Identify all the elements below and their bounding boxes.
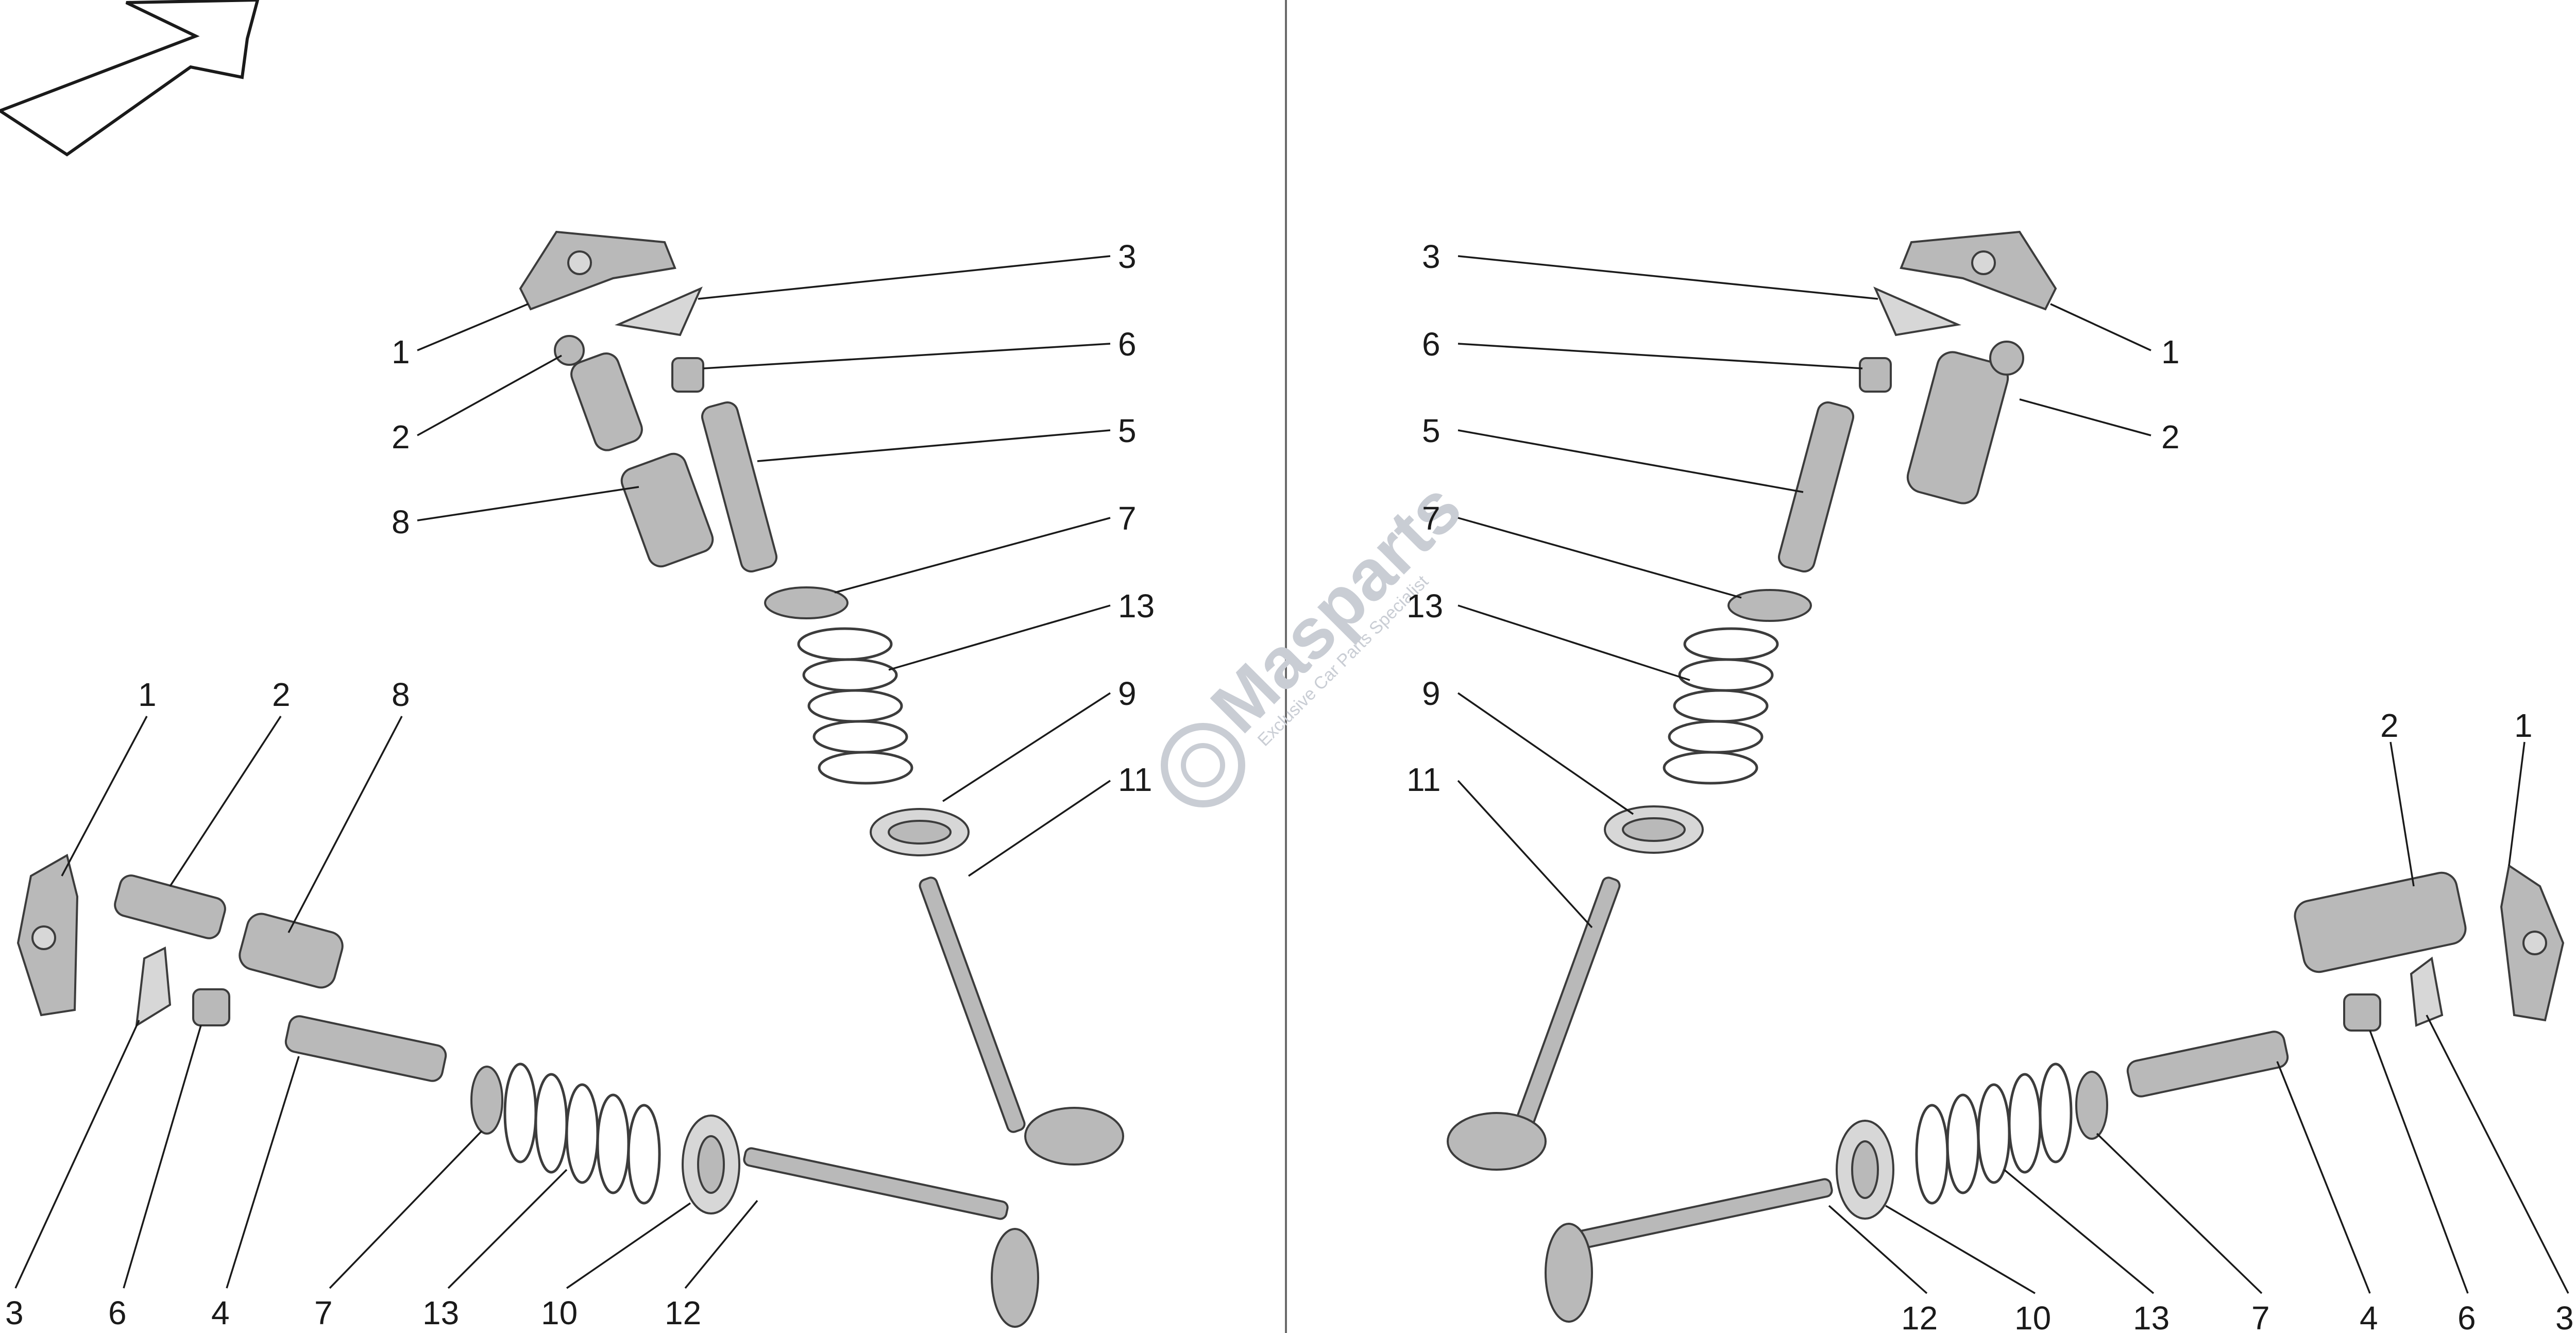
right-upper-callouts: 3 6 5 7 13 9 11 1 2 xyxy=(1406,238,2180,798)
spring-seat xyxy=(764,586,849,619)
rocker-arm xyxy=(519,230,676,311)
hydraulic-tappet xyxy=(114,874,226,939)
callout-label: 12 xyxy=(665,1294,701,1331)
callout-label: 11 xyxy=(1118,761,1152,798)
valve-collet-upper xyxy=(615,286,703,336)
callout-label: 10 xyxy=(2014,1300,2051,1333)
callout-label: 1 xyxy=(392,333,410,370)
left-lower-leaders xyxy=(14,716,758,1289)
valve xyxy=(1545,1178,1833,1323)
callout-label: 6 xyxy=(2458,1300,2476,1333)
spring-seat xyxy=(470,1066,503,1135)
right-lower-callouts: 2 1 12 10 13 7 4 6 3 xyxy=(1901,707,2574,1333)
left-upper-leaders xyxy=(417,255,1111,877)
right-upper-assembly xyxy=(1447,230,2057,1171)
hydraulic-tappet xyxy=(1906,351,2009,504)
callout-label: 1 xyxy=(138,676,157,713)
valve-spring xyxy=(1915,1062,2073,1205)
valve-spring xyxy=(797,627,913,785)
callout-label: 4 xyxy=(211,1294,230,1331)
left-upper-assembly xyxy=(519,230,1124,1166)
callout-label: 6 xyxy=(1422,326,1440,363)
left-lower-assembly xyxy=(16,853,1039,1328)
right-lower-leaders xyxy=(1828,741,2569,1294)
valve-spring xyxy=(1663,627,1779,785)
callout-label: 2 xyxy=(2380,707,2399,744)
spring-seat xyxy=(1727,589,1812,622)
valve-guide xyxy=(2126,1031,2289,1098)
callout-label: 1 xyxy=(2514,707,2533,744)
valve-collet xyxy=(2410,956,2444,1027)
callout-label: 13 xyxy=(422,1294,459,1331)
tappet-bore-sleeve xyxy=(239,913,344,989)
valve xyxy=(743,1147,1039,1328)
callout-label: 9 xyxy=(1422,675,1440,712)
callout-label: 11 xyxy=(1406,761,1440,798)
watermark-logo-icon xyxy=(1161,723,1245,807)
callout-label: 5 xyxy=(1422,412,1440,449)
callout-label: 6 xyxy=(1118,326,1137,363)
valve-collet-upper xyxy=(1873,286,1961,336)
callout-label: 3 xyxy=(1422,238,1440,275)
callout-label: 1 xyxy=(2161,333,2180,370)
callout-label: 13 xyxy=(2133,1300,2170,1333)
direction-arrow-icon xyxy=(0,0,260,157)
valve-keeper xyxy=(671,357,704,393)
valve-spring xyxy=(503,1062,661,1205)
callout-label: 7 xyxy=(1422,500,1440,537)
callout-label: 3 xyxy=(1118,238,1137,275)
callout-label: 2 xyxy=(2161,418,2180,455)
callout-label: 10 xyxy=(541,1294,578,1331)
valve-keeper xyxy=(2343,993,2381,1032)
valve-guide xyxy=(701,401,778,572)
spring-seat xyxy=(2075,1071,2108,1140)
callout-label: 3 xyxy=(2555,1300,2574,1333)
callout-label: 13 xyxy=(1118,587,1155,625)
right-lower-assembly xyxy=(1545,864,2565,1323)
valve-guide xyxy=(284,1015,447,1082)
valve xyxy=(919,876,1124,1166)
hydraulic-tappet xyxy=(570,352,643,451)
callout-label: 2 xyxy=(272,676,291,713)
valve-collet xyxy=(135,946,172,1027)
valve xyxy=(1447,876,1621,1171)
valve-keeper xyxy=(192,988,230,1026)
valve-guide xyxy=(1777,401,1855,572)
callout-label: 7 xyxy=(1118,500,1137,537)
callout-label: 8 xyxy=(392,676,410,713)
right-upper-leaders xyxy=(1457,255,2151,929)
left-upper-callouts: 1 2 8 3 6 5 7 13 9 11 xyxy=(392,238,1155,798)
callout-label: 8 xyxy=(392,503,410,541)
hydraulic-tappet xyxy=(2294,871,2467,973)
callout-label: 9 xyxy=(1118,675,1137,712)
callout-label: 5 xyxy=(1118,412,1137,449)
valve-keeper xyxy=(1859,357,1892,393)
callout-label: 3 xyxy=(5,1294,24,1331)
left-lower-callouts: 1 2 8 3 6 4 7 13 10 12 xyxy=(5,676,701,1331)
callout-label: 7 xyxy=(2251,1300,2270,1333)
tappet-bore-sleeve xyxy=(620,452,714,568)
callout-label: 7 xyxy=(314,1294,333,1331)
callout-label: 6 xyxy=(108,1294,127,1331)
callout-label: 12 xyxy=(1901,1300,1938,1333)
callout-label: 2 xyxy=(392,418,410,455)
callout-label: 4 xyxy=(2360,1300,2378,1333)
callout-label: 13 xyxy=(1406,587,1443,625)
